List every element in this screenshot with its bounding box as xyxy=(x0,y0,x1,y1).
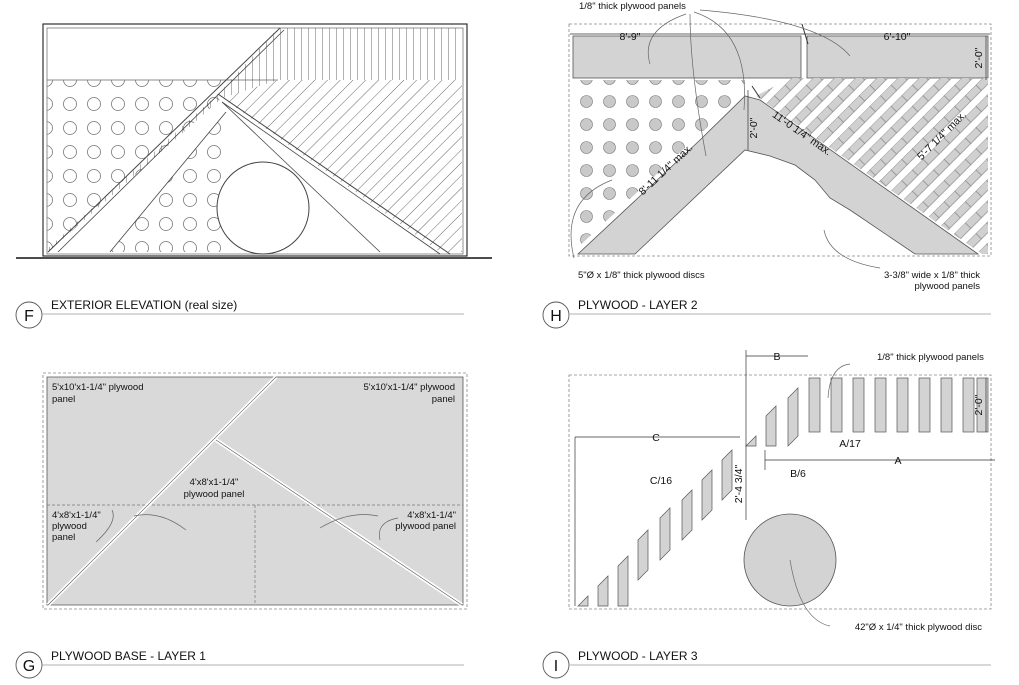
layer3-dim-a17: A/17 xyxy=(839,438,861,450)
panel-i-plywood-layer-3: 1/8" thick plywood panels B C A A/17 B/6… xyxy=(568,350,995,633)
base-plywood-field xyxy=(46,376,464,606)
panel-h-tag-circle xyxy=(542,301,570,329)
elevation-right-diagonal-b xyxy=(221,101,441,255)
layer3-label-disc: 42"Ø x 1/4" thick plywood disc xyxy=(855,622,982,633)
panel-i-title-text: PLYWOOD - LAYER 3 xyxy=(578,649,698,663)
elevation-right-diagonal-a xyxy=(217,93,451,255)
layer2-leader-discs xyxy=(570,179,613,259)
base-label-center-2: plywood panel xyxy=(184,489,245,500)
base-leader-right xyxy=(319,514,379,529)
layer2-dim-notch-height: 2'-0" xyxy=(748,117,760,138)
layer3-dim-a: A xyxy=(894,455,901,467)
elevation-left-diagonal-b xyxy=(57,29,285,253)
layer2-leader-strips xyxy=(823,229,881,269)
base-label-top-left-1: 5'x10'x1-1/4" plywood xyxy=(52,382,144,393)
layer2-notch-tick xyxy=(751,85,761,99)
base-label-center-1: 4'x8'x1-1/4" xyxy=(190,477,239,488)
panel-f-title: F EXTERIOR ELEVATION (real size) xyxy=(15,298,464,329)
panel-f-title-text: EXTERIOR ELEVATION (real size) xyxy=(51,298,237,312)
panel-h-plywood-layer-2: 1/8" thick plywood panels 8'-9" 6'-10" 2… xyxy=(568,1,992,292)
panel-i-tag: I xyxy=(554,658,558,675)
layer3-dim-b6: B/6 xyxy=(790,468,806,480)
panel-h-tag: H xyxy=(550,308,562,325)
layer2-leader-3 xyxy=(693,11,745,111)
panel-i-tag-circle xyxy=(542,651,570,679)
layer2-disc-field xyxy=(575,80,745,250)
base-label-top-left-2: panel xyxy=(52,394,75,405)
layer3-outline xyxy=(568,374,992,610)
base-label-right-1: 4'x8'x1-1/4" xyxy=(407,510,456,521)
layer2-label-discs: 5"Ø x 1/8" thick plywood discs xyxy=(578,270,705,281)
panel-g-title: G PLYWOOD BASE - LAYER 1 xyxy=(15,649,464,679)
layer2-leader-1 xyxy=(647,13,687,65)
base-label-left-1: 4'x8'x1-1/4" xyxy=(52,510,101,521)
layer3-dim-b: B xyxy=(773,351,780,363)
layer2-label-strips-1: 3-3/8" wide x 1/8" thick xyxy=(884,270,980,281)
base-label-left-3: panel xyxy=(52,532,75,543)
elevation-inner-left-diagonal xyxy=(109,111,227,253)
panel-h-title: H PLYWOOD - LAYER 2 xyxy=(542,298,991,329)
base-left-cut-edge xyxy=(47,376,277,606)
layer3-leader-panels xyxy=(827,363,851,399)
layer2-outline xyxy=(568,23,992,257)
layer2-chevron-panel xyxy=(576,95,980,255)
panel-f-tag: F xyxy=(24,308,34,325)
layer2-top-left-panel xyxy=(572,35,802,79)
elevation-large-disc xyxy=(216,161,310,255)
layer3-label-panels: 1/8" thick plywood panels xyxy=(877,352,984,363)
panel-f-tag-circle xyxy=(15,301,43,329)
panel-h-title-text: PLYWOOD - LAYER 2 xyxy=(578,298,698,312)
layer3-dim-height-mid: 2'-4 3/4" xyxy=(733,465,745,504)
layer2-leader-2 xyxy=(689,13,707,157)
panel-g-tag: G xyxy=(23,658,35,675)
layer2-label-strips-2: plywood panels xyxy=(915,281,981,292)
panel-f-exterior-elevation xyxy=(16,23,492,259)
layer2-label-panels: 1/8" thick plywood panels xyxy=(579,1,686,12)
base-label-right-2: plywood panel xyxy=(395,521,456,532)
base-leader-left-b xyxy=(133,514,187,531)
base-label-top-right-2: panel xyxy=(432,394,455,405)
layer3-leader-disc xyxy=(789,559,831,627)
panel-g-plywood-base: 5'x10'x1-1/4" plywood panel 5'x10'x1-1/4… xyxy=(42,372,468,610)
layer2-dim-top-right: 6'-10" xyxy=(884,31,911,43)
base-label-left-2: plywood xyxy=(52,521,87,532)
base-leader-left xyxy=(95,509,114,543)
layer3-dim-c16: C/16 xyxy=(650,475,672,487)
layer2-leader-4 xyxy=(699,9,851,57)
layer2-dim-tick-mid xyxy=(801,23,809,45)
panel-i-title: I PLYWOOD - LAYER 3 xyxy=(542,649,991,679)
base-leader-right-b xyxy=(379,517,399,541)
elevation-triangle-void xyxy=(48,98,440,252)
base-outline xyxy=(42,372,468,610)
base-right-cut-edge xyxy=(215,439,463,606)
base-label-top-right-1: 5'x10'x1-1/4" plywood xyxy=(364,382,456,393)
elevation-left-diagonal-a xyxy=(47,27,281,253)
elevation-inner-diagonal xyxy=(221,101,381,253)
layer3-diagonal-strips xyxy=(577,387,799,607)
panel-g-title-text: PLYWOOD BASE - LAYER 1 xyxy=(51,649,206,663)
layer3-top-strips xyxy=(808,377,989,433)
layer2-dim-right-height: 2'-0" xyxy=(973,47,985,68)
layer3-dim-c: C xyxy=(652,432,660,444)
elevation-frame xyxy=(42,23,468,257)
layer2-dim-top-left: 8'-9" xyxy=(620,31,641,43)
layer3-dim-height-right: 2'-0" xyxy=(973,394,985,415)
